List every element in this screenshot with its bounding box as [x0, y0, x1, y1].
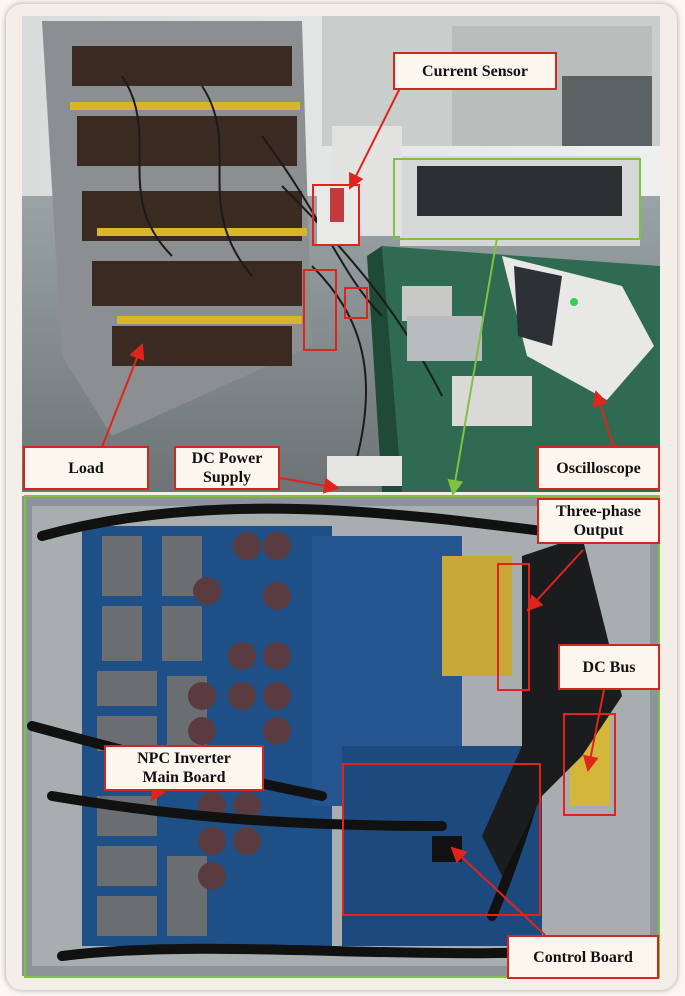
dc-supply-box-1	[303, 269, 337, 351]
dc-bus-box	[563, 713, 616, 816]
inverter-board-photo	[22, 496, 660, 976]
label-dc-bus: DC Bus	[558, 644, 660, 690]
npc-arrow	[150, 783, 167, 802]
label-current-sensor: Current Sensor	[393, 52, 557, 90]
inverter-cabinet-highlight	[393, 158, 641, 240]
control-board-arrow	[450, 846, 546, 936]
label-npc-inverter-main-board: NPC Inverter Main Board	[104, 745, 264, 791]
dc-supply-arrow	[279, 477, 340, 494]
current-sensor-arrow	[349, 77, 406, 190]
control-board-box	[342, 763, 541, 916]
three-phase-output-box	[497, 563, 530, 691]
current-sensor-box	[312, 184, 360, 246]
three-phase-arrow	[526, 549, 584, 612]
green-link-arrow	[447, 237, 498, 496]
dc-bus-arrow	[582, 689, 605, 772]
label-load: Load	[23, 446, 149, 490]
dc-supply-box-2	[344, 287, 368, 319]
label-oscilloscope: Oscilloscope	[537, 446, 660, 490]
label-control-board: Control Board	[507, 935, 659, 979]
load-arrow	[101, 343, 145, 448]
oscilloscope-arrow	[592, 390, 615, 449]
inverter-detail-highlight	[24, 495, 660, 978]
label-dc-power-supply: DC Power Supply	[174, 446, 280, 490]
label-three-phase-output: Three-phase Output	[537, 498, 660, 544]
